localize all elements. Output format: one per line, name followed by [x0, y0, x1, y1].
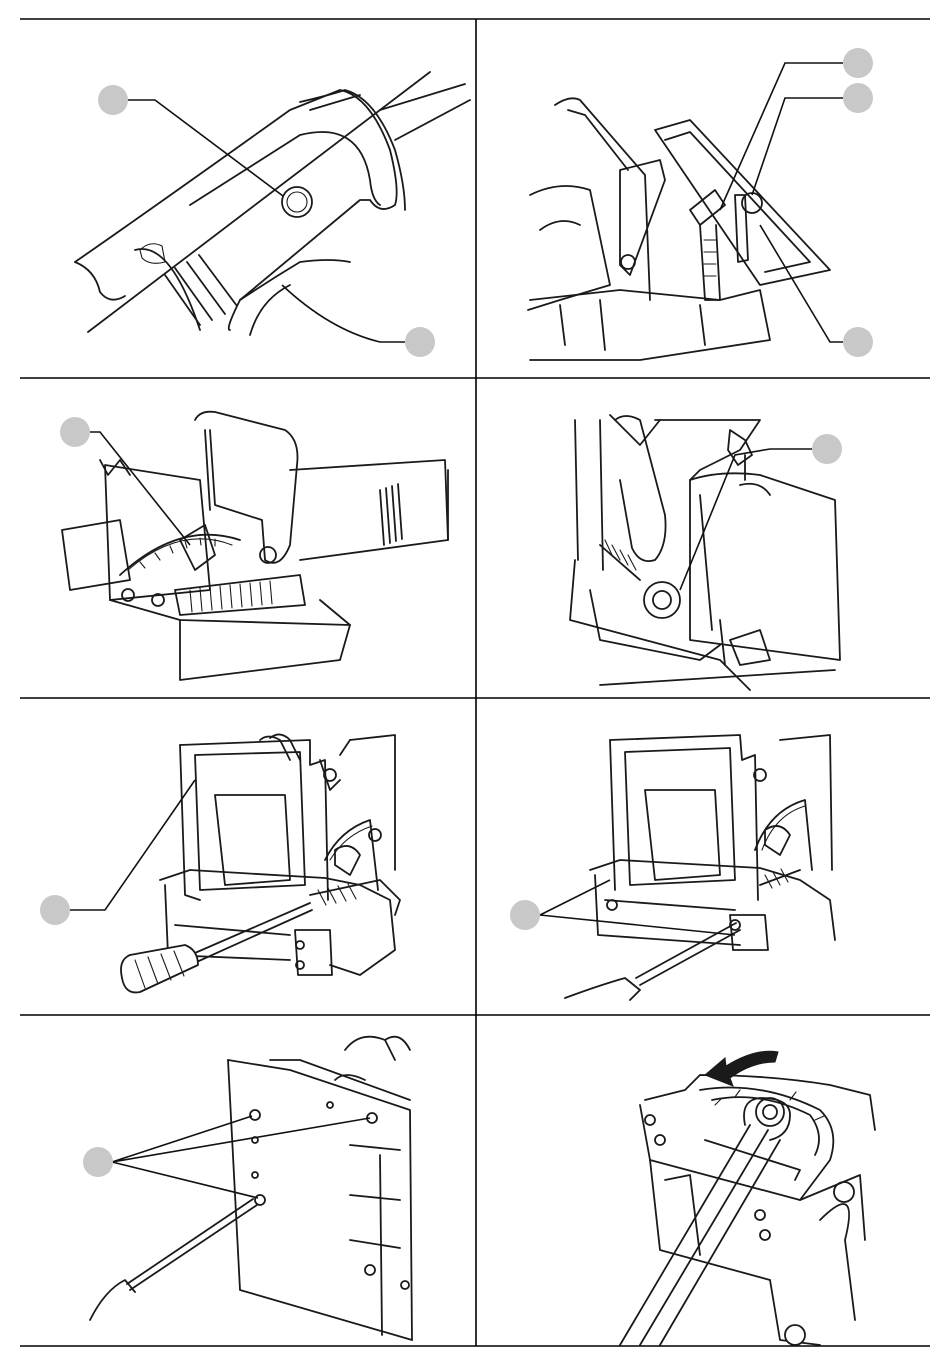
panel-handle-switch [75, 72, 470, 357]
joiner-side-drawing [62, 412, 448, 680]
panel-screwdriver-base [510, 735, 835, 1000]
screwdriver-drawing-2 [565, 923, 740, 1000]
callout-marker [83, 1116, 370, 1198]
height-knob [644, 582, 680, 618]
panel-angle-fence [60, 412, 448, 680]
callout-marker [720, 48, 873, 210]
callout-marker [760, 225, 873, 357]
blade-housing-drawing [640, 1075, 875, 1345]
panel-screwdriver-adjust [40, 734, 400, 992]
callout-marker [680, 434, 842, 590]
callout-marker [60, 417, 190, 545]
joiner-front-drawing [528, 98, 830, 360]
callout-marker [40, 780, 195, 925]
callout-marker [282, 285, 435, 357]
panel-blade-change [620, 1051, 875, 1345]
fence-assembly-drawing-2 [590, 735, 835, 950]
screwdriver-drawing [121, 903, 312, 992]
callout-marker [98, 85, 283, 196]
screwdriver-drawing-3 [90, 1199, 257, 1320]
fence-assembly-drawing [160, 734, 400, 975]
baseplate-drawing [228, 1037, 412, 1340]
motor-housing-drawing [75, 72, 470, 335]
panel-baseplate-screws [83, 1037, 412, 1340]
panel-depth-fence [528, 48, 873, 360]
rotation-arrow-icon [705, 1051, 778, 1086]
joiner-rear-drawing [570, 415, 840, 690]
panel-height-knob [570, 415, 842, 690]
callout-marker [752, 83, 873, 195]
